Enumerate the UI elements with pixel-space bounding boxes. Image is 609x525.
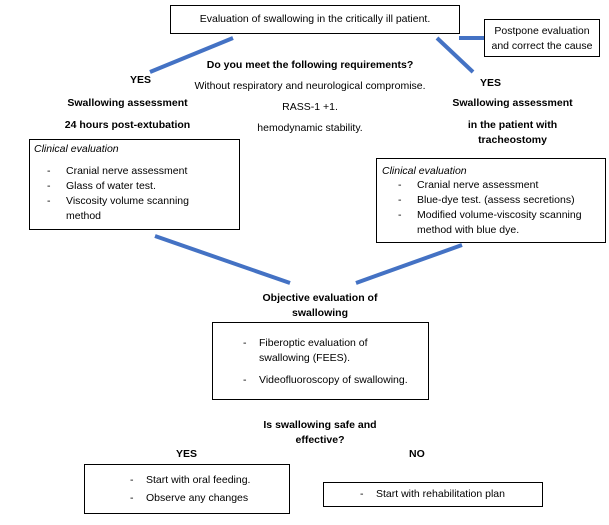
objective-title-line1: Objective evaluation of (262, 292, 378, 304)
safe-question-line2: effective? (295, 434, 345, 446)
right-clinical-box: Clinical evaluation -Cranial nerve asses… (376, 158, 606, 243)
list-item: method (66, 210, 102, 222)
objective-box: -Fiberoptic evaluation of swallowing (FE… (212, 322, 429, 400)
list-item: method with blue dye. (417, 224, 520, 236)
list-item: swallowing (FEES). (259, 352, 351, 364)
oral-feeding-list: -Start with oral feeding. -Observe any c… (130, 473, 250, 506)
list-item: -Start with oral feeding. (130, 474, 251, 486)
evaluation-title-box: Evaluation of swallowing in the critical… (170, 5, 460, 34)
safe-yes-label: YES (176, 448, 198, 460)
safe-question-line1: Is swallowing safe and (263, 419, 377, 431)
list-item: -Cranial nerve assessment (47, 165, 188, 177)
rehabilitation-box: -Start with rehabilitation plan (323, 482, 543, 507)
right-title-line1: Swallowing assessment (452, 97, 573, 109)
objective-list: -Fiberoptic evaluation of swallowing (FE… (243, 336, 408, 388)
postpone-line2: and correct the cause (491, 40, 593, 52)
connector-right-to-objective (355, 243, 463, 285)
left-clinical-box: Clinical evaluation -Cranial nerve asses… (29, 139, 240, 230)
right-title-line3: tracheostomy (478, 134, 547, 146)
right-title-line2: in the patient with (467, 119, 558, 131)
left-title-line2: 24 hours post-extubation (64, 119, 191, 131)
left-clinical-list: -Cranial nerve assessment -Glass of wate… (47, 164, 189, 224)
connector-top-to-left (149, 36, 234, 74)
list-item: -Blue-dye test. (assess secretions) (398, 194, 575, 206)
left-clinical-title: Clinical evaluation (34, 143, 119, 155)
evaluation-title: Evaluation of swallowing in the critical… (199, 13, 431, 25)
right-clinical-list: -Cranial nerve assessment -Blue-dye test… (398, 178, 582, 238)
requirement-1: Without respiratory and neurological com… (194, 80, 426, 92)
requirements-question: Do you meet the following requirements? (206, 59, 414, 71)
left-yes-label: YES (130, 74, 152, 86)
list-item: -Videofluoroscopy of swallowing. (243, 374, 408, 386)
list-item: -Modified volume-viscosity scanning (398, 209, 582, 221)
list-item: -Start with rehabilitation plan (360, 488, 505, 500)
list-item: -Viscosity volume scanning (47, 195, 189, 207)
connector-top-to-right (435, 36, 475, 74)
postpone-box: Postpone evaluation and correct the caus… (484, 19, 600, 57)
requirement-3: hemodynamic stability. (257, 122, 363, 134)
rehabilitation-list: -Start with rehabilitation plan (360, 487, 505, 502)
right-yes-label: YES (480, 77, 502, 89)
list-item: -Fiberoptic evaluation of (243, 337, 368, 349)
list-item: -Glass of water test. (47, 180, 156, 192)
objective-title-line2: swallowing (291, 307, 348, 319)
left-title-line1: Swallowing assessment (67, 97, 188, 109)
oral-feeding-box: -Start with oral feeding. -Observe any c… (84, 464, 290, 514)
requirement-2: RASS-1 +1. (282, 101, 338, 113)
connector-left-to-objective (154, 234, 291, 285)
right-clinical-title: Clinical evaluation (382, 165, 467, 177)
list-item: -Observe any changes (130, 492, 249, 504)
safe-no-label: NO (409, 448, 425, 460)
postpone-line1: Postpone evaluation (494, 25, 590, 37)
list-item: -Cranial nerve assessment (398, 179, 539, 191)
